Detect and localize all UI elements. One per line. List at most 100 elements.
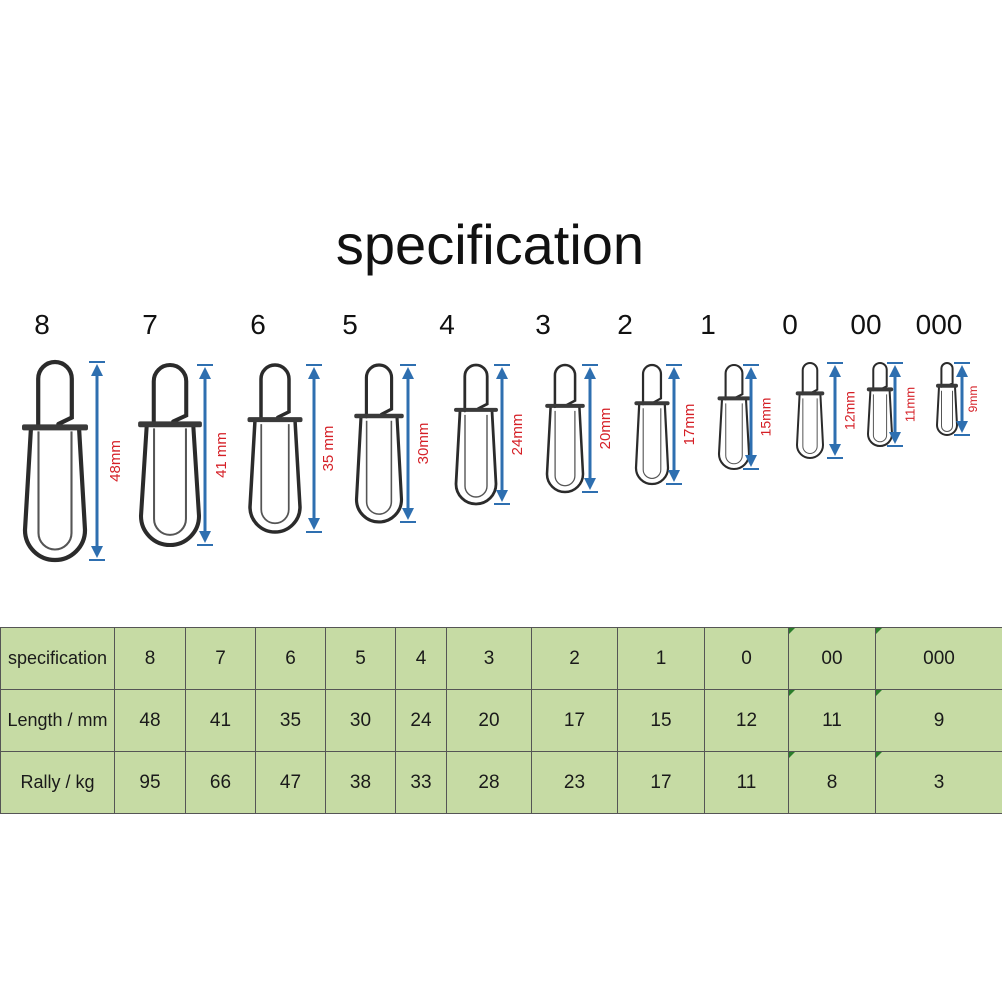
snap-hook [364,363,394,419]
snap-6 [545,363,585,494]
size-label: 6 [250,309,266,340]
cell-value: 12 [735,709,758,731]
dimension-arrow [827,362,843,459]
snap-wire [365,420,393,515]
length-label: 12mm [842,391,858,430]
table-cell: 48 [114,689,186,752]
cell-value: 28 [478,771,500,793]
row-header: Length / mm [0,689,115,752]
snap-4 [354,363,404,524]
cell-value: 23 [563,771,586,793]
table-cell: 30 [325,689,396,752]
cell-value: 48 [139,709,161,731]
length-label: 17mm [681,404,698,446]
snap-hook [259,363,291,422]
snap-body [935,385,959,436]
size-label: 4 [439,309,455,340]
snap-wire [725,403,743,465]
cell-value: 20 [478,709,500,731]
cell-marker [789,752,795,758]
table-cell: 28 [446,751,532,814]
snap-wire [37,431,73,551]
row-header: specification [0,627,115,690]
cell-value: 24 [410,709,432,731]
dimension-arrow [89,361,105,561]
table-cell: 17 [617,751,705,814]
snap-clasp [866,387,894,392]
length-label: 48mm [107,440,124,482]
table-cell: 38 [325,751,396,814]
snap-clasp [717,396,751,401]
snap-wire [554,410,576,487]
snap-clasp [454,407,498,412]
snap-body [354,415,404,524]
snap-hook [463,363,489,413]
snap-clasp [138,421,202,428]
table-cell: 41 [185,689,256,752]
length-label: 9mm [966,386,980,413]
table-cell: 6 [255,627,326,690]
cell-value: 4 [415,647,427,669]
snap-hook [36,359,74,430]
table-cell: 17 [531,689,618,752]
snap-body [22,425,88,563]
snap-body [634,403,670,486]
snap-body [138,422,202,547]
snap-clasp [936,383,958,388]
snap-clasp [22,424,88,431]
cell-value: 41 [209,709,232,731]
table-cell: 33 [395,751,447,814]
cell-value: 0 [741,647,752,669]
table-cell: 23 [531,751,618,814]
cell-marker [876,690,882,696]
snap-clasp [545,403,585,408]
table-cell: 66 [185,751,256,814]
size-label: 8 [34,309,50,340]
cell-value: 47 [279,771,302,793]
snap-body [454,409,498,506]
snap-clasp [354,413,404,419]
dimension-arrow [666,364,682,485]
cell-value: 30 [349,709,372,731]
table-cell: 3 [875,751,1002,814]
snap-clasp [795,391,825,396]
snap-wire [642,408,662,479]
table-cell: 47 [255,751,326,814]
table-cell: 20 [446,689,532,752]
dimension-arrow [887,362,903,447]
table-cell: 5 [325,627,396,690]
cell-value: 38 [349,771,372,793]
length-label: 11mm [902,387,917,422]
table-cell: 1 [617,627,705,690]
table-cell: 8 [114,627,186,690]
table-cell: 35 [255,689,326,752]
length-label: 41 mm [213,432,230,478]
snap-body [795,393,825,459]
snap-9 [795,362,825,459]
cell-value: 5 [355,647,366,669]
row-header: Rally / kg [0,751,115,814]
dimension-arrow [494,364,510,505]
snap-hook [801,362,819,396]
cell-value: 17 [563,709,586,731]
cell-value: 6 [285,647,296,669]
snap-wire [153,428,187,536]
snap-8 [717,364,751,470]
snap-7 [634,363,670,486]
table-cell: 000 [875,627,1002,690]
snap-hook [872,362,888,392]
size-label: 000 [916,309,963,340]
length-label: 30mm [415,423,432,465]
size-label: 7 [142,309,158,340]
snap-wire [464,414,488,498]
snap-hook [641,363,663,406]
dimension-arrow [400,364,416,523]
snap-10 [866,362,894,447]
snap-hook [553,363,577,409]
cell-value: 1 [655,647,667,669]
cell-value: 7 [215,647,226,669]
dimension-arrow [582,364,598,493]
